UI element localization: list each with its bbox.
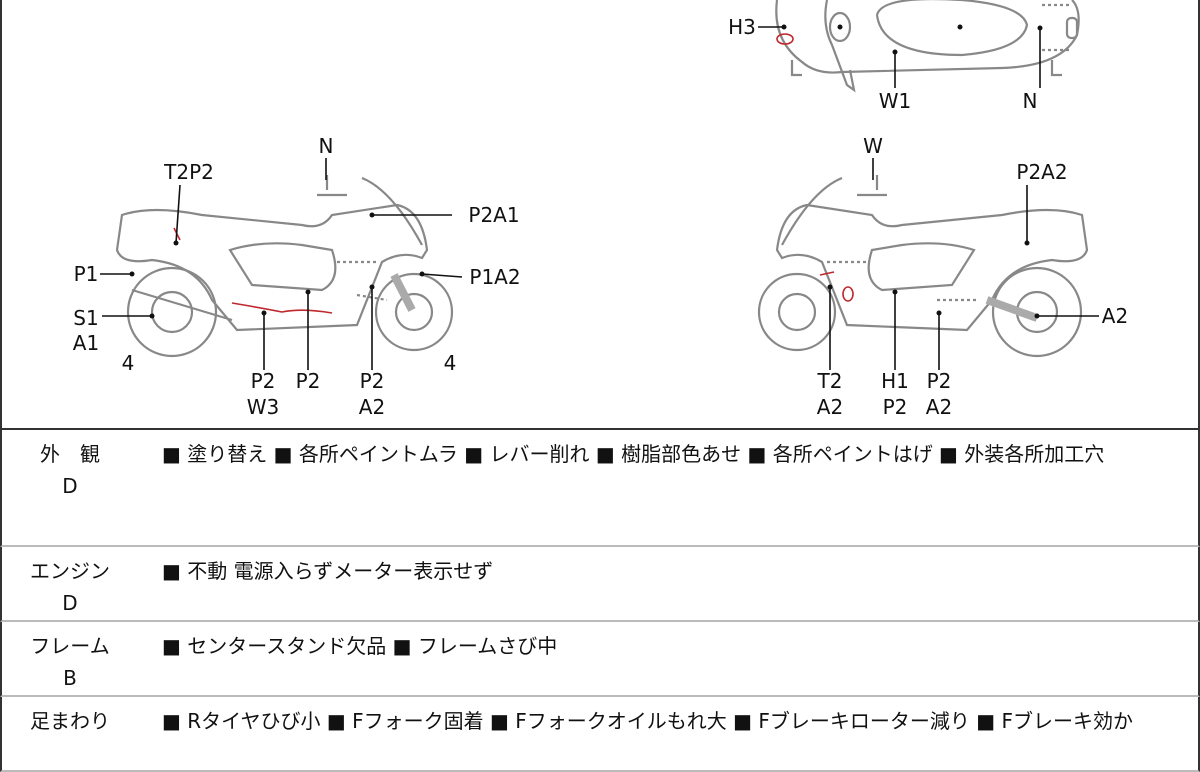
row-frame: フレーム B ■ センタースタンド欠品 ■ フレームさび中 xyxy=(0,622,1200,697)
top-view-scooter xyxy=(775,0,1080,93)
row-notes: ■ 塗り替え ■ 各所ペイントムラ ■ レバー削れ ■ 樹脂部色あせ ■ 各所ペ… xyxy=(162,442,1105,466)
damage-diagram: H3 W1 N N T2P2 P2A1 P1 P1A2 S1 A1 4 P2 W… xyxy=(0,0,1200,430)
label-p2: P2 xyxy=(295,369,321,393)
label-4-left: 4 xyxy=(121,351,135,375)
label-p2a1: P2A1 xyxy=(468,203,520,227)
label-n-top: N xyxy=(1022,89,1038,113)
grade: B xyxy=(63,666,77,690)
label-h3: H3 xyxy=(728,15,756,39)
leader-lines xyxy=(100,26,1099,370)
damage-marks xyxy=(173,33,854,314)
row-label: 足まわり xyxy=(2,705,138,737)
label-t2: T2 xyxy=(817,369,843,393)
label-p2a2: P2A2 xyxy=(1016,160,1068,184)
scooter-outlines xyxy=(100,0,1099,370)
left-view-scooter xyxy=(115,175,454,358)
label-p2: P2 xyxy=(250,369,276,393)
row-label: エンジン D xyxy=(2,555,138,619)
label-p2: P2 xyxy=(359,369,385,393)
category: 外 観 xyxy=(40,442,100,466)
label-p1: P1 xyxy=(73,262,99,286)
label-a1: A1 xyxy=(72,331,100,355)
label-n: N xyxy=(318,134,334,158)
row-notes: ■ 不動 電源入らずメーター表示せず xyxy=(162,559,494,583)
condition-table: 外 観 D ■ 塗り替え ■ 各所ペイントムラ ■ レバー削れ ■ 樹脂部色あせ … xyxy=(0,428,1200,772)
row-label: フレーム B xyxy=(2,630,138,694)
row-engine: エンジン D ■ 不動 電源入らずメーター表示せず xyxy=(0,547,1200,622)
leader-dots xyxy=(129,24,1043,319)
label-a2: A2 xyxy=(925,395,953,419)
label-p2: P2 xyxy=(882,395,908,419)
label-w3: W3 xyxy=(246,395,280,419)
label-s1: S1 xyxy=(73,306,99,330)
label-w: W xyxy=(863,134,883,158)
category: 足まわり xyxy=(30,709,110,733)
label-a2: A2 xyxy=(816,395,844,419)
row-label: 外 観 D xyxy=(2,438,138,502)
label-a2: A2 xyxy=(358,395,386,419)
grade: D xyxy=(62,474,78,498)
label-p1a2: P1A2 xyxy=(469,265,521,289)
row-exterior: 外 観 D ■ 塗り替え ■ 各所ペイントムラ ■ レバー削れ ■ 樹脂部色あせ … xyxy=(0,430,1200,547)
category: エンジン xyxy=(30,559,110,583)
row-suspension: 足まわり ■ Rタイヤひび小 ■ Fフォーク固着 ■ Fフォークオイルもれ大 ■… xyxy=(0,697,1200,772)
label-w1: W1 xyxy=(878,89,912,113)
row-notes: ■ Rタイヤひび小 ■ Fフォーク固着 ■ Fフォークオイルもれ大 ■ Fブレー… xyxy=(162,709,1134,733)
label-t2p2: T2P2 xyxy=(164,160,214,184)
label-4-right: 4 xyxy=(443,351,457,375)
label-p2: P2 xyxy=(926,369,952,393)
label-h1: H1 xyxy=(881,369,909,393)
label-a2: A2 xyxy=(1101,304,1129,328)
right-view-scooter xyxy=(757,175,1089,358)
category: フレーム xyxy=(30,634,110,658)
grade: D xyxy=(62,591,78,615)
row-notes: ■ センタースタンド欠品 ■ フレームさび中 xyxy=(162,634,558,658)
